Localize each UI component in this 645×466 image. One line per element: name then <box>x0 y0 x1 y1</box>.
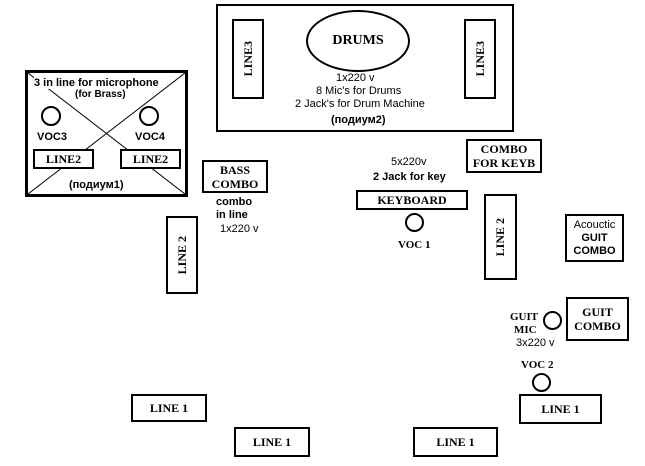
keyboard-combo-line2: FOR KEYB <box>472 156 536 170</box>
keyboard-jack-note: 2 Jack for key <box>373 171 446 183</box>
line2-left-monitor-label: LINE 2 <box>174 235 189 275</box>
line1-monitor-1-label: LINE 1 <box>149 400 189 415</box>
acoustic-line1: Acouctic <box>573 218 616 231</box>
line3-left-box: LINE3 <box>232 19 264 99</box>
guitar-mic-icon <box>543 311 562 330</box>
line2-brass-left-label: LINE2 <box>45 151 82 166</box>
voc1-mic-icon <box>405 213 424 232</box>
bass-combo-line2: COMBO <box>211 176 259 191</box>
drum-power-note: 1x220 v <box>336 72 375 84</box>
guitar-power-note: 3x220 v <box>516 337 555 349</box>
acoustic-guitar-combo: Acouctic GUIT COMBO <box>565 214 624 262</box>
line1-monitor-4-label: LINE 1 <box>541 401 580 416</box>
line2-right-monitor: LINE 2 <box>484 194 517 280</box>
brass-riser-cross <box>28 73 185 194</box>
voc1-label: VOC 1 <box>398 239 431 251</box>
brass-title-line1: 3 in line for microphone <box>34 77 159 89</box>
guitar-combo-line1: GUIT <box>582 305 613 319</box>
line1-monitor-4: LINE 1 <box>519 394 602 424</box>
voc4-mic-icon <box>139 106 159 126</box>
bass-power-note: 1x220 v <box>220 223 259 235</box>
line3-right-box: LINE3 <box>464 19 496 99</box>
bass-combo-line1: BASS <box>219 162 251 177</box>
line3-right-label: LINE3 <box>472 41 487 77</box>
drum-riser-name: (подиум2) <box>331 114 386 126</box>
line2-brass-left: LINE2 <box>33 149 94 169</box>
acoustic-line2: GUIT <box>581 231 608 244</box>
drum-mics-note: 8 Mic's for Drums <box>316 85 402 97</box>
drums-label: DRUMS <box>332 33 384 48</box>
acoustic-line3: COMBO <box>573 244 616 257</box>
voc3-label: VOC3 <box>37 131 67 143</box>
line2-right-monitor-label: LINE 2 <box>493 217 507 257</box>
line3-left-label: LINE3 <box>240 41 255 77</box>
guitar-combo-line2: COMBO <box>574 319 621 333</box>
keyboard-box: KEYBOARD <box>356 190 468 210</box>
line2-left-monitor: LINE 2 <box>166 216 198 294</box>
brass-title-line2: (for Brass) <box>75 89 126 100</box>
guitar-mic-line1: GUIT <box>510 311 539 323</box>
guitar-mic-line2: MIC <box>514 324 537 336</box>
drums-kit: DRUMS <box>306 10 410 72</box>
line1-monitor-3-label: LINE 1 <box>436 434 475 449</box>
line1-monitor-1: LINE 1 <box>131 394 207 422</box>
line2-brass-right: LINE2 <box>120 149 181 169</box>
keyboard-combo: COMBO FOR KEYB <box>466 139 542 173</box>
keyboard-power-note: 5x220v <box>391 156 427 168</box>
bass-note-line2: in line <box>216 209 248 221</box>
voc2-mic-icon <box>532 373 551 392</box>
line1-monitor-2-label: LINE 1 <box>252 434 292 449</box>
voc2-label: VOC 2 <box>521 359 554 371</box>
keyboard-combo-line1: COMBO <box>480 142 528 156</box>
line2-brass-right-label: LINE2 <box>132 151 169 166</box>
voc3-mic-icon <box>41 106 61 126</box>
bass-note-line1: combo <box>216 196 253 208</box>
brass-riser-name: (подиум1) <box>69 179 124 191</box>
drum-machine-note: 2 Jack's for Drum Machine <box>295 98 425 110</box>
keyboard-label: KEYBOARD <box>377 192 447 207</box>
bass-combo: BASS COMBO <box>202 160 268 193</box>
line1-monitor-2: LINE 1 <box>234 427 310 457</box>
guitar-combo: GUIT COMBO <box>566 297 629 341</box>
line1-monitor-3: LINE 1 <box>413 427 498 457</box>
voc4-label: VOC4 <box>135 131 165 143</box>
